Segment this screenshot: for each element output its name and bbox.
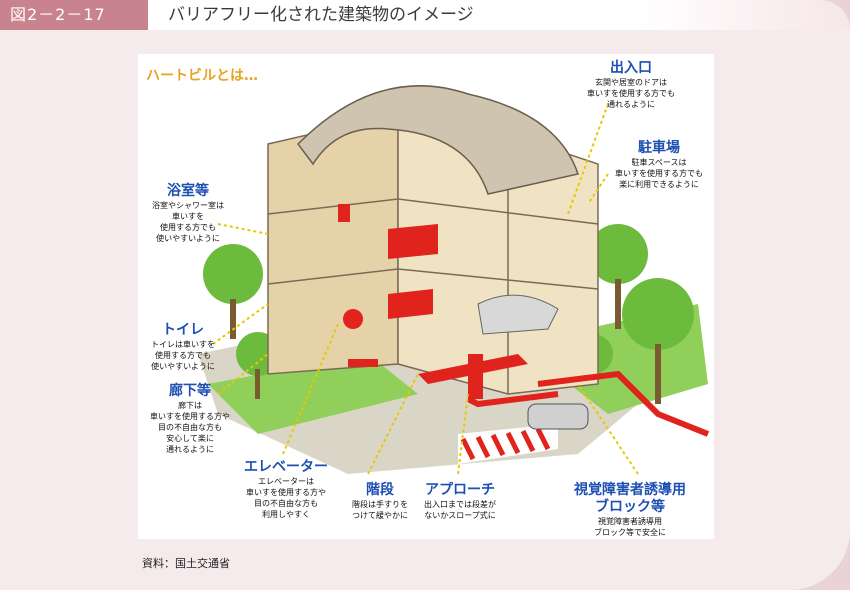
tactile-paving [466,370,710,437]
barrier-free-features [338,204,528,399]
diagram-panel [138,54,714,539]
lawn-left [208,354,418,434]
label-corridor: 廊下等 廊下は 車いすを使用する方や 目の不自由な方も 安心して楽に 通れるよう… [140,383,240,455]
source-note: 資料：国土交通省 [142,557,230,570]
label-tactile: 視覚障害者誘導用 ブロック等 視覚障害者誘導用 ブロック等で安全に [560,482,700,538]
figure-header: 図2－2－17 バリアフリー化された建築物のイメージ [0,0,850,30]
parking-stripes [458,403,589,464]
label-approach: アプローチ 出入口までは段差が ないかスロープ式に [410,482,510,521]
label-corridor-title: 廊下等 [169,383,211,399]
label-toilet-title: トイレ [162,322,204,338]
label-entrance: 出入口 玄関や居室のドアは 車いすを使用する方でも 通れるように [576,60,686,110]
label-entrance-title: 出入口 [610,60,652,76]
figure-number: 図2－2－17 [0,0,148,30]
entrance-canopy [477,294,559,335]
barrel-roof [297,85,579,195]
label-stairs: 階段 階段は手すりを つけて緩やかに [340,482,420,521]
diagram-heading: ハートビルとは… [146,68,258,84]
building-left-wing [267,113,399,375]
label-stairs-title: 階段 [366,482,394,498]
label-tactile-title: 視覚障害者誘導用 ブロック等 [574,482,686,515]
label-bath: 浴室等 浴室やシャワー室は 車いすを 使用する方でも 使いやすいように [138,183,238,244]
label-parking-title: 駐車場 [638,140,680,156]
building-illustration [198,85,710,475]
label-bath-title: 浴室等 [167,183,209,199]
label-elevator: エレベーター エレベーターは 車いすを使用する方や 目の不自由な方も 利用しやす… [226,459,346,520]
leader-lines [212,103,639,475]
label-approach-title: アプローチ [425,482,495,498]
label-elevator-title: エレベーター [244,459,328,475]
label-parking: 駐車場 駐車スペースは 車いすを使用する方でも 楽に利用できるように [604,140,714,190]
label-toilet: トイレ トイレは車いすを 使用する方でも 使いやすいように [138,322,228,372]
title-bar [148,0,850,30]
figure-title: バリアフリー化された建築物のイメージ [168,5,474,25]
